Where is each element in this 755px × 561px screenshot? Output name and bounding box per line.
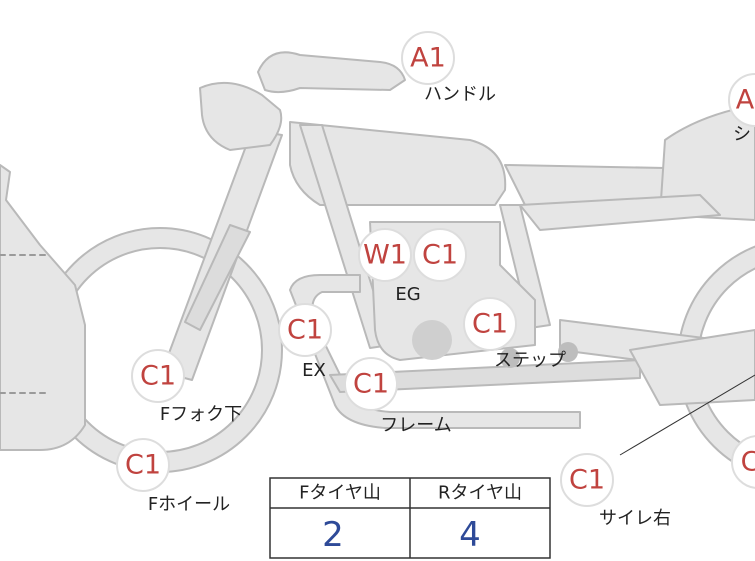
handlebar	[257, 51, 406, 94]
fuel-tank	[289, 121, 507, 206]
svg-text:C1: C1	[353, 369, 389, 400]
svg-text:A: A	[736, 85, 755, 116]
svg-text:C: C	[741, 447, 755, 478]
svg-text:C1: C1	[125, 450, 161, 481]
label-front-fork: Fフォク下	[160, 404, 242, 425]
label-front-wheel: Fホイール	[148, 494, 230, 515]
frame-upper-rail	[519, 194, 721, 231]
rear-tire-value: 4	[459, 515, 481, 555]
label-frame: フレーム	[380, 415, 451, 436]
frame-bottom-rail	[329, 359, 641, 393]
svg-text:C1: C1	[422, 240, 458, 271]
front-fairing	[0, 164, 86, 451]
label-side-cover-right: サイレ右	[599, 508, 671, 529]
svg-text:A1: A1	[410, 43, 446, 74]
label-engine: EG	[395, 284, 420, 305]
front-tire-header: Fタイヤ山	[299, 483, 381, 504]
tire-tread-table: Fタイヤ山 Rタイヤ山 2 4	[269, 477, 551, 559]
part-labels: ハンドル シ EG EX ステップ フレーム Fフォク下 Fホイール サイレ右	[148, 84, 751, 529]
badge-engine-w: W1	[358, 228, 412, 282]
badge-exhaust: C1	[278, 303, 332, 357]
step-peg-right	[558, 342, 578, 362]
label-exhaust: EX	[302, 360, 326, 381]
label-seat: シ	[733, 124, 751, 145]
badge-frame: C1	[344, 357, 398, 411]
headlight	[199, 81, 283, 151]
label-handle: ハンドル	[424, 84, 496, 105]
front-fork-upper	[184, 224, 251, 331]
svg-text:C1: C1	[140, 361, 176, 392]
badge-handle: A1	[401, 31, 455, 85]
front-tire-value: 2	[322, 515, 344, 555]
engine-cover	[412, 320, 452, 360]
badge-step: C1	[463, 297, 517, 351]
svg-text:C1: C1	[287, 315, 323, 346]
label-step: ステップ	[494, 350, 566, 371]
rear-tire-header: Rタイヤ山	[438, 483, 522, 504]
side-cover-leader-line	[619, 374, 755, 456]
badge-side-cover-right: C1	[560, 453, 614, 507]
badge-seat: A	[728, 73, 755, 127]
svg-text:C1: C1	[472, 309, 508, 340]
damage-badges: A1 A W1 C1 C1 C1 C1 C1	[116, 31, 755, 507]
rear-side-cover	[629, 329, 755, 406]
seat-rear	[659, 104, 755, 221]
svg-text:C1: C1	[569, 465, 605, 496]
badge-engine-c: C1	[413, 228, 467, 282]
badge-front-fork: C1	[131, 349, 185, 403]
svg-text:W1: W1	[363, 240, 407, 271]
step-peg-left	[500, 348, 520, 368]
badge-rear-edge: C	[731, 435, 755, 489]
badge-front-wheel: C1	[116, 438, 170, 492]
